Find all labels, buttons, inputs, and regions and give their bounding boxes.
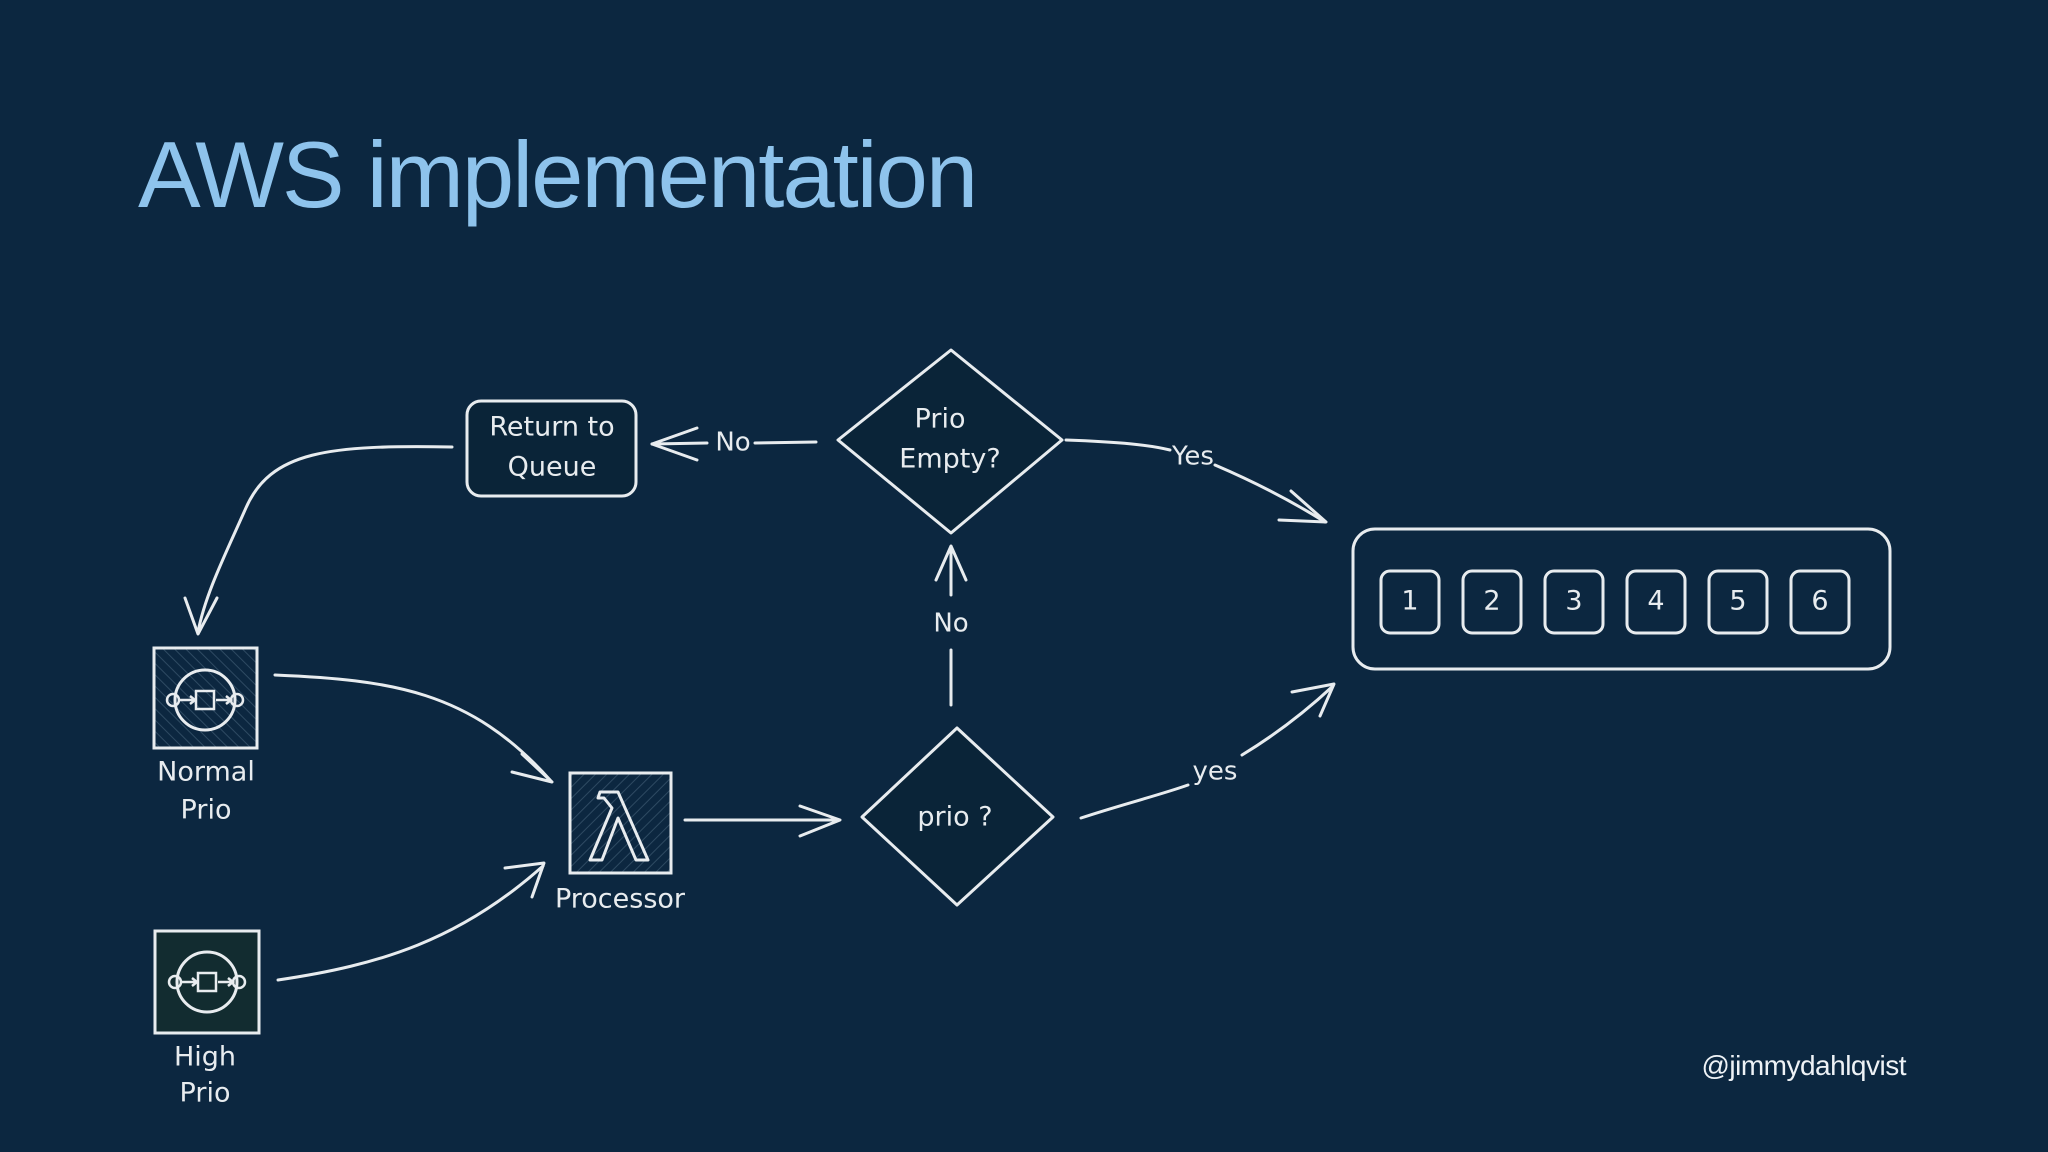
edge-label-prio-yes: yes	[1193, 757, 1238, 787]
edge-label-prio-empty-yes: Yes	[1171, 442, 1214, 472]
normal-prio-label-1: Normal	[157, 757, 255, 788]
edge-label-prio-empty-no: No	[715, 428, 750, 458]
slot-box	[1543, 569, 1605, 635]
sqs-queue-icon	[167, 950, 247, 1014]
slot-label: 2	[1483, 586, 1500, 617]
slot-label: 5	[1729, 586, 1746, 617]
edges: No Yes No yes	[183, 426, 1336, 982]
processor-node: Processor	[555, 771, 686, 915]
slot-label: 6	[1811, 586, 1828, 617]
edge-prio-empty-no	[753, 440, 818, 445]
arrowhead	[510, 752, 554, 784]
prio-empty-label-2: Empty?	[899, 444, 1000, 475]
slot-label: 3	[1565, 586, 1582, 617]
arrowhead	[934, 544, 968, 582]
slot-box	[1707, 569, 1769, 635]
processor-label: Processor	[555, 884, 686, 915]
arrowhead	[1290, 682, 1336, 718]
edge-label-prio-no: No	[933, 609, 968, 639]
slot-label: 4	[1647, 586, 1664, 617]
slot-box	[1625, 569, 1687, 635]
prio-question-label: prio ?	[917, 802, 992, 833]
author-handle: @jimmydahlqvist	[1701, 1050, 1906, 1081]
slot-box	[1461, 569, 1523, 635]
prio-empty-label-1: Prio	[915, 404, 966, 435]
slide-title: AWS implementation	[138, 122, 978, 227]
return-to-queue-label-2: Queue	[508, 452, 597, 483]
edge-prio-yes	[1079, 783, 1190, 820]
return-to-queue-node: Return to Queue	[465, 399, 638, 498]
arrowhead	[183, 596, 219, 636]
prio-empty-decision: Prio Empty?	[836, 348, 1064, 535]
slot-label: 1	[1401, 586, 1418, 617]
slots-container: 1 2 3 4 5 6	[1351, 527, 1892, 671]
slot-box	[1789, 569, 1851, 635]
edge-normal-to-processor	[273, 673, 552, 782]
slot-group: 1 2 3 4 5 6	[1379, 569, 1851, 635]
arrowhead	[503, 861, 546, 899]
slot-box	[1379, 569, 1441, 635]
sqs-queue-icon	[165, 668, 245, 732]
arrowhead	[650, 426, 699, 462]
edge-high-to-processor	[276, 864, 545, 982]
lambda-icon	[588, 790, 650, 862]
high-prio-label-2: Prio	[180, 1078, 231, 1109]
return-to-queue-label-1: Return to	[489, 412, 614, 443]
normal-prio-queue: Normal Prio	[152, 646, 259, 826]
prio-question-decision: prio ?	[860, 726, 1055, 907]
high-prio-label-1: High	[174, 1042, 236, 1073]
edge-return-to-normal	[196, 445, 454, 634]
high-prio-queue: High Prio	[153, 929, 261, 1109]
edge-prio-empty-yes	[1064, 438, 1172, 452]
normal-prio-label-2: Prio	[181, 795, 232, 826]
arrowhead	[1277, 489, 1328, 524]
arrowhead	[798, 804, 842, 838]
